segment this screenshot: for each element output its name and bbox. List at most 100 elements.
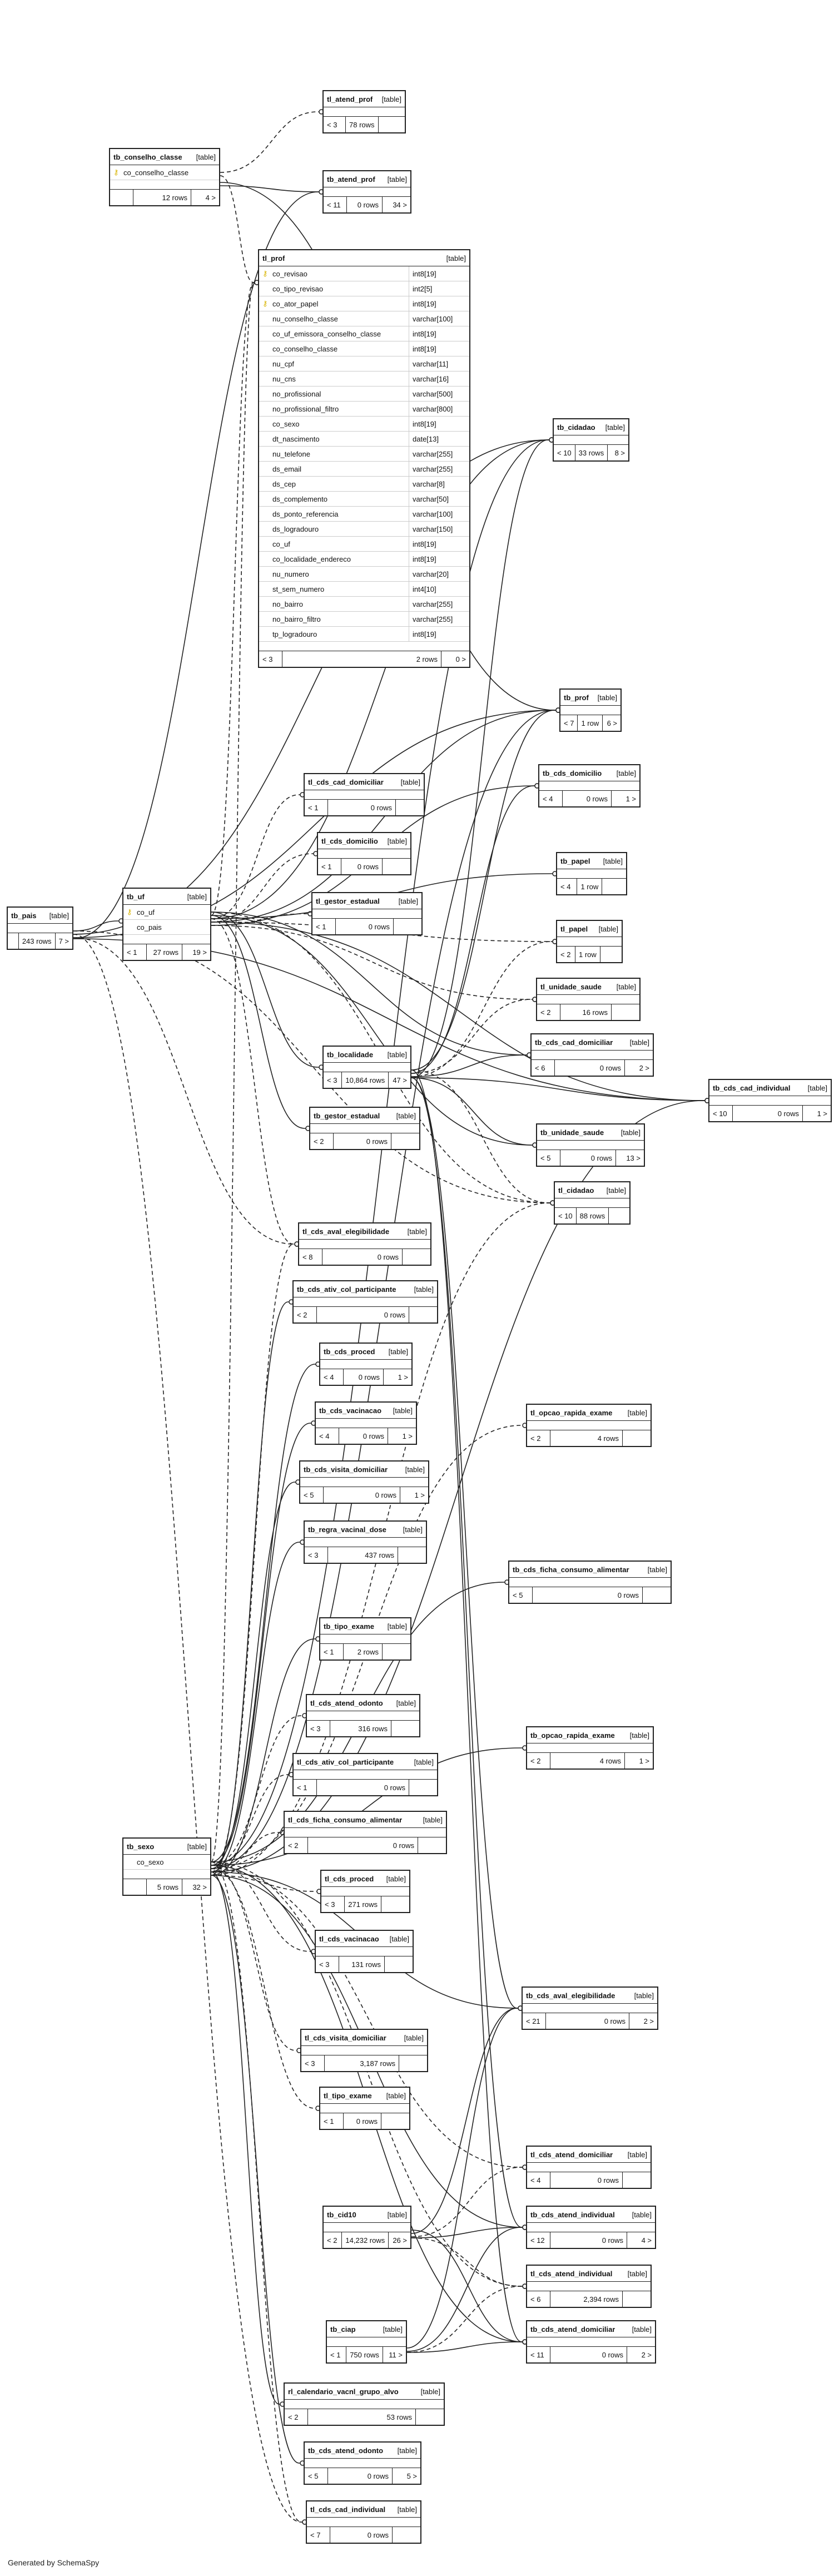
table-name[interactable]: tb_cds_vacinacao — [319, 1406, 382, 1415]
parents-link[interactable]: < 2 — [527, 1430, 550, 1446]
table-name[interactable]: tl_opcao_rapida_exame — [530, 1408, 613, 1417]
children-link[interactable]: 1 > — [398, 1373, 408, 1381]
children-link[interactable] — [643, 1587, 671, 1603]
children-link[interactable] — [600, 947, 622, 962]
children-link[interactable]: 1 > — [639, 1756, 649, 1765]
table-name[interactable]: tb_cds_visita_domiciliar — [304, 1465, 388, 1474]
table-name[interactable]: tl_cds_proced — [325, 1874, 374, 1883]
children-link[interactable] — [418, 1837, 446, 1853]
children-link[interactable] — [623, 2291, 651, 2307]
parents-link[interactable]: < 6 — [532, 1060, 555, 1076]
children-link[interactable] — [383, 1644, 410, 1659]
children-link[interactable]: 1 > — [817, 1109, 827, 1118]
parents-link[interactable]: < 1 — [294, 1780, 317, 1795]
children-link[interactable]: 1 > — [402, 1431, 413, 1440]
children-link[interactable] — [383, 859, 410, 874]
parents-link[interactable]: < 1 — [312, 919, 336, 934]
parents-link[interactable]: < 5 — [509, 1587, 533, 1603]
parents-link[interactable]: < 3 — [307, 1721, 330, 1736]
table-name[interactable]: tb_cid10 — [327, 2210, 356, 2219]
table-name[interactable]: tb_sexo — [127, 1842, 155, 1851]
table-name[interactable]: tl_cds_visita_domiciliar — [305, 2033, 386, 2042]
children-link[interactable]: 2 > — [641, 2350, 652, 2359]
table-name[interactable]: tl_cds_vacinacao — [319, 1934, 379, 1943]
table-name[interactable]: tb_conselho_classe — [113, 152, 182, 161]
table-name[interactable]: tb_tipo_exame — [324, 1622, 375, 1631]
children-link[interactable] — [409, 1780, 437, 1795]
table-tb-conselho-classe[interactable]: tb_conselho_classe[table]⚷co_conselho_cl… — [109, 148, 220, 206]
children-link[interactable]: 32 > — [192, 1883, 207, 1891]
children-link[interactable] — [391, 1133, 419, 1149]
parents-link[interactable]: < 4 — [527, 2172, 550, 2188]
table-name[interactable]: tb_gestor_estadual — [314, 1111, 380, 1120]
table-name[interactable]: tl_prof — [262, 254, 285, 262]
parents-link[interactable]: < 12 — [527, 2232, 550, 2248]
table-name[interactable]: tl_cds_atend_domiciliar — [530, 2150, 613, 2159]
table-name[interactable]: tb_ciap — [330, 2325, 356, 2334]
children-link[interactable]: 4 > — [205, 193, 216, 202]
table-name[interactable]: tb_cidadao — [557, 423, 595, 432]
parents-link[interactable]: < 2 — [310, 1133, 334, 1149]
children-link[interactable]: 26 > — [393, 2236, 407, 2245]
parents-link[interactable]: < 3 — [301, 2055, 325, 2071]
parents-link[interactable]: < 1 — [320, 2113, 344, 2129]
parents-link[interactable]: < 2 — [294, 1307, 317, 1322]
table-name[interactable]: tb_uf — [127, 892, 145, 901]
children-link[interactable]: 11 > — [389, 2350, 403, 2359]
children-link[interactable]: 0 > — [455, 655, 466, 663]
table-name[interactable]: tl_cds_atend_individual — [530, 2269, 613, 2278]
parents-link[interactable]: < 4 — [557, 879, 578, 894]
children-link[interactable]: 4 > — [641, 2236, 652, 2245]
parents-link[interactable]: < 7 — [560, 715, 578, 731]
children-link[interactable] — [399, 2055, 427, 2071]
children-link[interactable]: 34 > — [393, 200, 407, 209]
children-link[interactable] — [609, 1208, 629, 1223]
children-link[interactable] — [385, 1956, 413, 1972]
table-name[interactable]: tl_atend_prof — [327, 95, 373, 103]
table-rl-calendario-vacnl-grupo-alvo[interactable]: rl_calendario_vacnl_grupo_alvo[table]< 2… — [284, 2382, 445, 2426]
children-link[interactable]: 5 > — [406, 2471, 417, 2480]
children-link[interactable] — [403, 1249, 430, 1265]
parents-link[interactable]: < 3 — [324, 117, 346, 132]
children-link[interactable]: 13 > — [626, 1153, 641, 1162]
parents-link[interactable]: < 3 — [305, 1547, 328, 1563]
table-name[interactable]: tl_tipo_exame — [324, 2091, 372, 2100]
parents-link[interactable]: < 4 — [539, 791, 563, 806]
parents-link[interactable]: < 21 — [523, 2013, 546, 2029]
table-name[interactable]: tb_cds_domicilio — [543, 769, 602, 777]
children-link[interactable] — [381, 2113, 409, 2129]
table-name[interactable]: tb_regra_vacinal_dose — [308, 1525, 386, 1534]
children-link[interactable] — [398, 1547, 426, 1563]
parents-link[interactable] — [110, 190, 133, 205]
children-link[interactable] — [416, 2409, 444, 2425]
table-name[interactable]: tb_cds_atend_odonto — [308, 2446, 384, 2455]
table-name[interactable]: tl_cds_aval_elegibilidade — [302, 1227, 390, 1236]
parents-link[interactable]: < 2 — [557, 947, 575, 962]
table-name[interactable]: tb_unidade_saude — [540, 1128, 604, 1137]
children-link[interactable] — [391, 1721, 419, 1736]
table-name[interactable]: tb_prof — [564, 693, 589, 702]
children-link[interactable] — [396, 800, 424, 815]
parents-link[interactable]: < 3 — [321, 1896, 345, 1912]
table-name[interactable]: tb_cds_atend_individual — [530, 2210, 615, 2219]
children-link[interactable] — [379, 117, 405, 132]
